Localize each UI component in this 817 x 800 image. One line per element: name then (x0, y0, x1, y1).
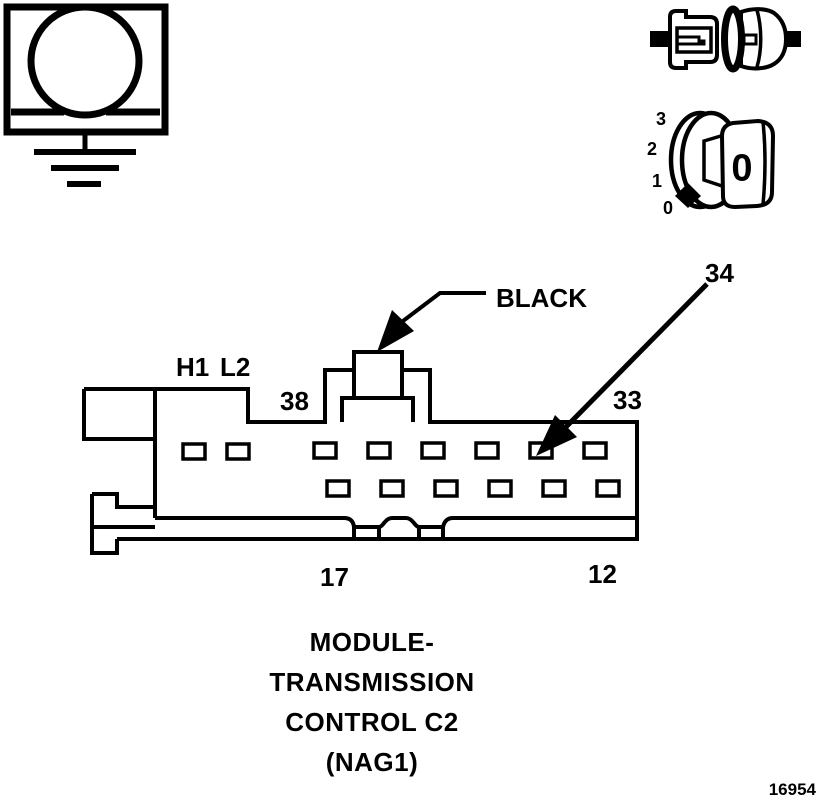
connector-body (82, 350, 639, 555)
key-bow-label: 0 (731, 147, 753, 190)
pin-grid (181, 441, 621, 498)
wire-color-label: BLACK (496, 283, 587, 313)
pin-h-row-1 (181, 442, 207, 461)
caption-line-3: CONTROL C2 (285, 707, 459, 737)
bulb-ground-symbol-icon (3, 3, 169, 187)
pin-label-12: 12 (588, 559, 617, 589)
pin-top-row-6 (582, 441, 608, 460)
pin-label-38: 38 (280, 386, 309, 416)
pin-label-l2: L2 (220, 352, 251, 382)
ignition-key-positions-icon (668, 110, 776, 210)
pin-bottom-row-1 (325, 479, 351, 498)
pin-label-33: 33 (613, 385, 642, 415)
caption-line-2: TRANSMISSION (269, 667, 475, 697)
pin-h-row-2 (225, 442, 251, 461)
inline-connector-icon (650, 5, 801, 73)
ignition-position-2: 2 (647, 139, 658, 159)
caption-line-1: MODULE- (309, 627, 435, 657)
pin-label-17: 17 (320, 562, 349, 592)
pin-top-row-2 (366, 441, 392, 460)
black-leader-arrow (377, 291, 486, 352)
key-bow (719, 118, 776, 210)
pin-top-row-1 (312, 441, 338, 460)
ignition-position-1: 1 (652, 171, 663, 191)
figure-number: 16954 (768, 780, 816, 799)
ignition-position-0: 0 (663, 198, 674, 218)
ignition-position-3: 3 (656, 109, 667, 129)
pin-top-row-4 (474, 441, 500, 460)
pin-top-row-3 (420, 441, 446, 460)
figure-caption: MODULE- TRANSMISSION CONTROL C2 (NAG1) (222, 629, 522, 789)
caption-line-4: (NAG1) (325, 747, 419, 777)
arrowhead (536, 415, 577, 456)
pin-label-h1: H1 (176, 352, 210, 382)
pin-34-callout-label: 34 (705, 258, 734, 288)
pin-bottom-row-4 (487, 479, 513, 498)
arrowhead (377, 310, 414, 352)
pin-bottom-row-3 (433, 479, 459, 498)
pin-bottom-row-2 (379, 479, 405, 498)
pin-bottom-row-5 (541, 479, 567, 498)
position-pointer-diamond (675, 183, 701, 208)
pin-34-callout-arrow (536, 282, 709, 456)
pin-bottom-row-6 (595, 479, 621, 498)
